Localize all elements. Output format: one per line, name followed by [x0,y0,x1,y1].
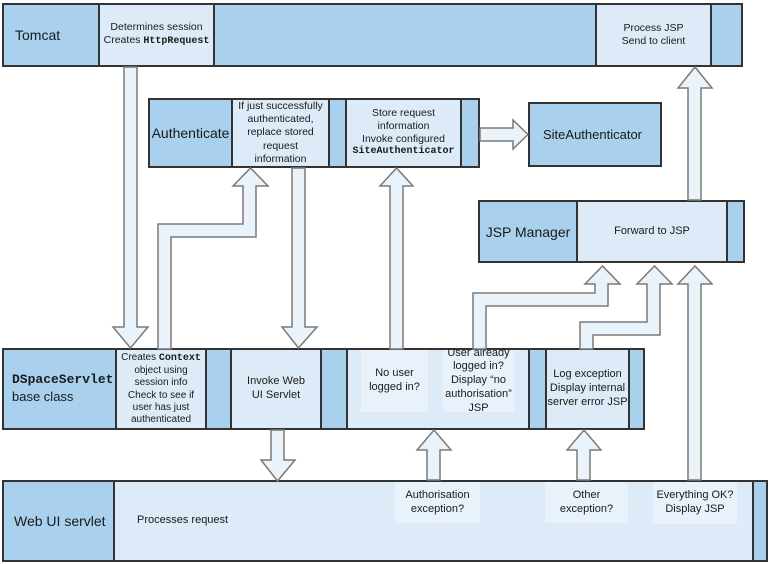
arrow-tomcat-to-dspace [111,66,150,350]
auth-exception-box: Authorisation exception? [395,482,480,523]
process-jsp-line1: Process JSP [623,21,684,34]
webui-servlet-label: Web UI servlet [2,480,113,562]
forward-to-jsp-box: Forward to JSP [576,200,728,263]
no-user-box: No user logged in? [361,350,428,412]
arrow-jspmanager-to-processjsp [676,65,714,201]
dspace-servlet-bar [2,348,645,430]
tomcat-label: Tomcat [2,3,98,67]
replace-stored-text: If just successfully authenticated, repl… [238,100,323,165]
auth-exception-text: Authorisation exception? [405,488,470,515]
replace-stored-box: If just successfully authenticated, repl… [231,98,330,168]
site-authenticator-box: SiteAuthenticator [528,102,662,167]
store-request-line2: Invoke configured [362,133,445,146]
authenticate-label-text: Authenticate [151,125,230,141]
arrow-logexception-to-jspmanager [579,264,674,350]
determines-session-line1: Determines session [110,21,203,34]
tomcat-label-text: Tomcat [15,27,61,43]
everything-ok-line2: Display JSP [665,503,725,515]
authenticate-label: Authenticate [148,98,233,168]
process-jsp-line2: Send to client [621,35,686,47]
arrow-already-to-jspmanager [472,264,622,350]
log-exception-box: Log exception Display internal server er… [545,348,630,430]
other-exception-box: Other exception? [545,482,628,523]
creates-context-line1: Creates Context [121,352,201,365]
arrow-nouser-to-store [378,166,415,350]
processes-request-text: Processes request [137,514,229,527]
determines-session-box: Determines session Creates HttpRequest [98,3,215,67]
process-jsp-box: Process JSP Send to client [595,3,712,67]
creates-context-prefix: Creates [121,351,159,363]
no-user-text: No user logged in? [369,367,420,393]
arrow-authenticate-to-invoke [280,167,319,350]
everything-ok-line1: Everything OK? [656,489,734,502]
invoke-webui-box: Invoke Web UI Servlet [230,348,322,430]
arrow-invoke-to-webui [259,429,297,483]
dspace-servlet-sub: base class [12,389,74,404]
processes-request-box: Processes request Authorisation exceptio… [113,480,754,562]
login-check-container: No user logged in? User already logged i… [346,347,530,430]
log-exception-text: Log exception Display internal server er… [547,368,628,408]
dspace-servlet-code: DSpaceServlet [12,372,114,388]
already-logged-text: User already logged in? Display “no auth… [445,346,512,414]
context-code: Context [158,352,201,364]
jsp-manager-label: JSP Manager [478,200,578,263]
httprequest-code: HttpRequest [143,36,210,48]
site-authenticator-label: SiteAuthenticator [543,127,643,142]
siteauthenticator-code: SiteAuthenticator [352,146,455,158]
arrow-authexception-to-dspace [415,428,453,481]
store-request-line1: Store request information [371,107,436,133]
creates-context-box: Creates Context object using session inf… [115,348,207,430]
invoke-webui-text: Invoke Web UI Servlet [247,375,305,401]
arrow-ok-to-jspmanager [676,264,714,481]
webui-servlet-label-text: Web UI servlet [14,513,106,529]
store-request-box: Store request information Invoke configu… [345,98,462,168]
dspace-servlet-label: DSpaceServlet base class [2,348,115,430]
jsp-manager-label-text: JSP Manager [485,223,571,240]
arrow-store-to-siteauthenticator [479,118,530,151]
creates-context-rest: object using session info Check to see i… [127,365,195,425]
arrow-context-to-authenticate [157,166,270,350]
other-exception-text: Other exception? [559,488,614,515]
already-logged-box: User already logged in? Display “no auth… [443,347,514,414]
arrow-otherexception-to-logexception [565,428,603,481]
determines-session-line2: Creates HttpRequest [104,34,210,49]
forward-to-jsp-text: Forward to JSP [614,224,690,237]
creates-prefix: Creates [103,34,144,47]
everything-ok-box: Everything OK? Display JSP [653,482,737,524]
